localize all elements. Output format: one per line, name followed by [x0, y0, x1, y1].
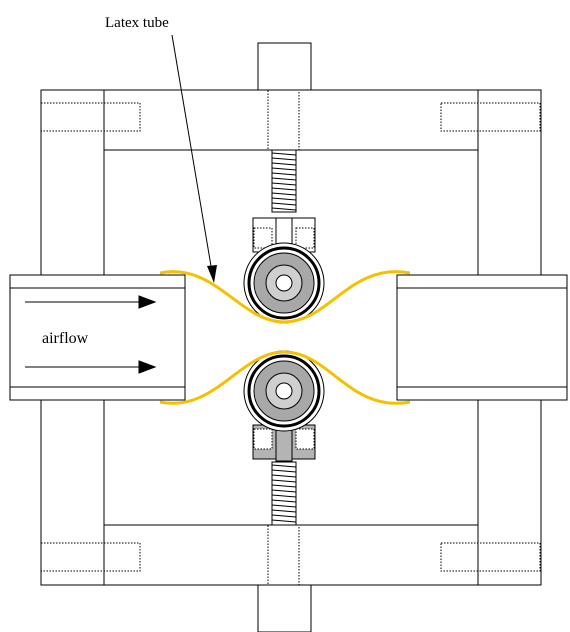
- bottom-thread: [271, 461, 297, 526]
- thread-line: [271, 489, 297, 493]
- thread-line: [271, 479, 297, 483]
- bottom-clamp: [252, 424, 316, 462]
- thread-line: [271, 192, 297, 196]
- thread-line: [271, 504, 297, 508]
- frame-top-beam: [103, 89, 479, 151]
- thread-line: [271, 464, 297, 468]
- latex-tube-lower: [159, 350, 411, 405]
- thread-line: [271, 469, 297, 473]
- top-thread: [271, 149, 297, 213]
- thread-line: [271, 157, 297, 161]
- thread-line: [271, 484, 297, 488]
- thread-line: [271, 177, 297, 181]
- bolt-bottom-right: [440, 542, 541, 572]
- thread-line: [271, 499, 297, 503]
- thread-line: [271, 162, 297, 166]
- thread-line: [271, 182, 297, 186]
- thread-line: [271, 514, 297, 518]
- thread-line: [271, 494, 297, 498]
- latex-tube-label: Latex tube: [105, 15, 169, 31]
- arrow-lower-head: [138, 360, 157, 374]
- airflow-label: airflow: [42, 330, 89, 347]
- thread-line: [271, 202, 297, 206]
- top-roller: [243, 242, 325, 324]
- latex-tube-pointer-head: [207, 265, 217, 283]
- corner-bolts: [40, 102, 541, 572]
- frame-bottom-beam: [103, 524, 479, 586]
- top-knob: [257, 42, 312, 91]
- latex-tube-pointer: [171, 34, 213, 273]
- thread-line: [271, 509, 297, 513]
- arrow-upper-head: [138, 295, 157, 309]
- thread-line: [271, 167, 297, 171]
- thread-line: [271, 152, 297, 156]
- right-pipe: [396, 274, 568, 401]
- thread-line: [271, 197, 297, 201]
- airflow-arrows: [25, 295, 157, 374]
- bottom-knob: [257, 584, 312, 632]
- thread-line: [271, 519, 297, 523]
- bolt-top-right: [440, 102, 541, 132]
- thread-line: [271, 474, 297, 478]
- latex-tube: [159, 270, 411, 405]
- thread-line: [271, 207, 297, 211]
- latex-tube-upper: [159, 270, 411, 324]
- top-clamp: [252, 217, 316, 253]
- bolt-top-left: [40, 102, 141, 132]
- thread-line: [271, 172, 297, 176]
- left-pipe: [9, 274, 186, 401]
- bottom-roller: [243, 350, 325, 432]
- thread-line: [271, 187, 297, 191]
- bolt-bottom-left: [40, 542, 141, 572]
